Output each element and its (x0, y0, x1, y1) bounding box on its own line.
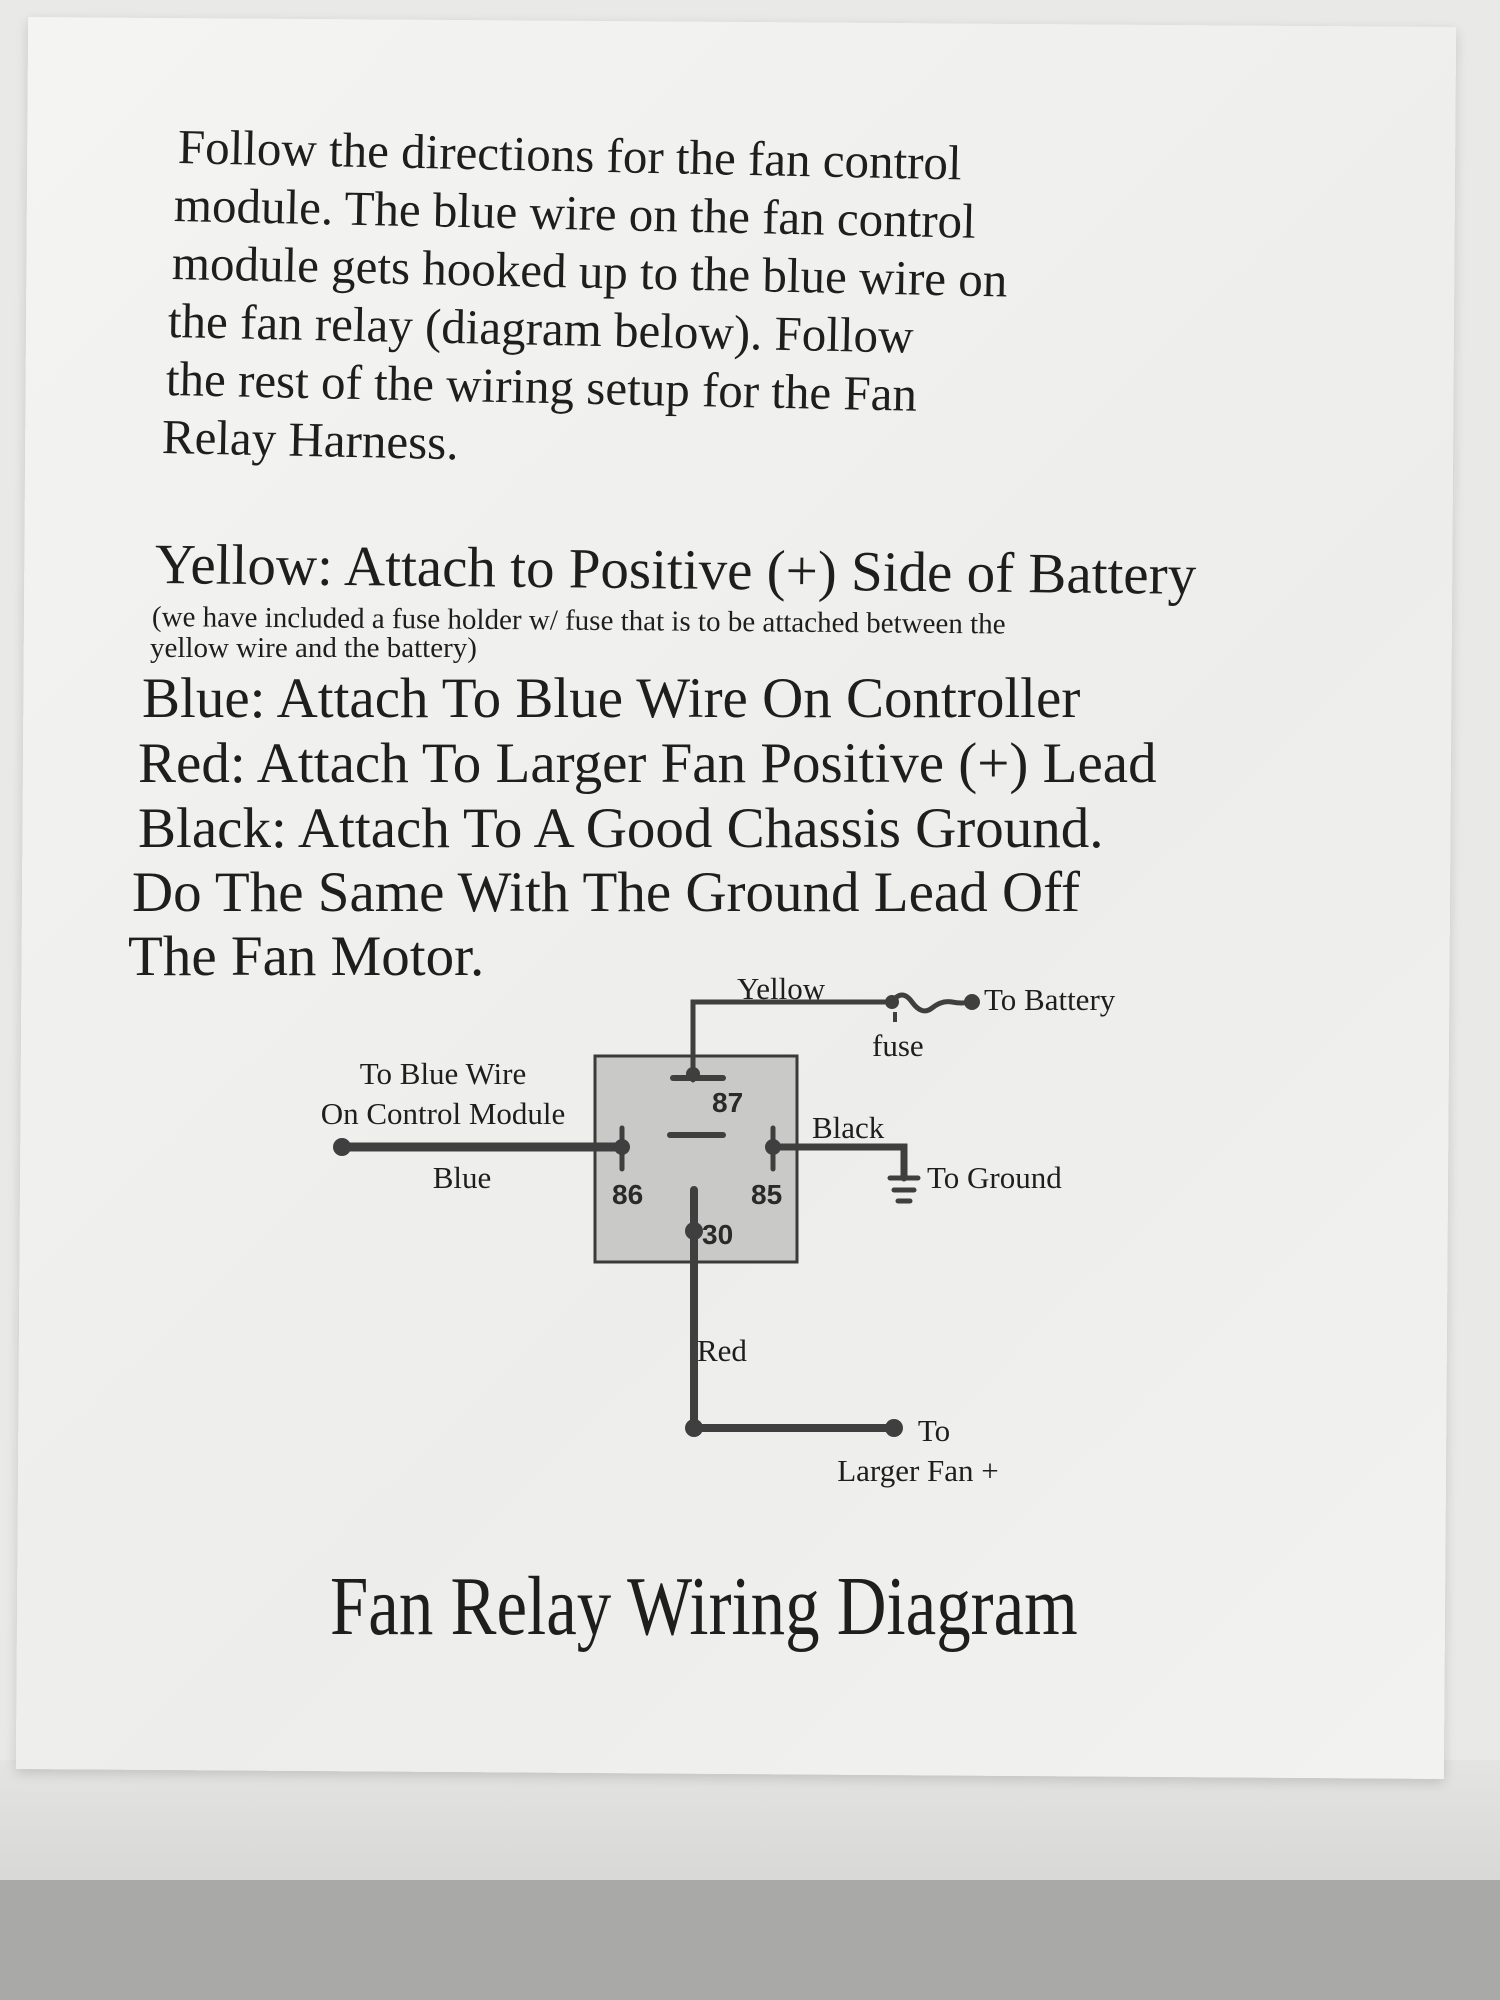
yellow-label: Yellow (737, 971, 826, 1006)
desk-edge (0, 1880, 1500, 2000)
control-module-label: On Control Module (321, 1096, 566, 1131)
pin-86-node (614, 1139, 630, 1155)
larger-fan-label: Larger Fan + (837, 1453, 999, 1488)
red-instruction: Red: Attach To Larger Fan Positive (+) L… (138, 732, 1157, 795)
fuse-terminal (885, 995, 899, 1009)
red-label: Red (697, 1333, 747, 1368)
fuse-label: fuse (872, 1028, 924, 1063)
black-label: Black (812, 1110, 885, 1145)
pin-85-node (765, 1139, 781, 1155)
fuse-marker (893, 1012, 897, 1022)
to-ground-label: To Ground (927, 1160, 1062, 1195)
pin-86-label: 86 (612, 1179, 643, 1210)
fuse-icon (889, 992, 973, 1014)
pin-30-node (685, 1222, 703, 1240)
to-battery-label: To Battery (984, 982, 1116, 1017)
yellow-wire (690, 999, 895, 1083)
blue-label: Blue (433, 1160, 492, 1195)
ground-icon (887, 1175, 921, 1204)
diagram-title: Fan Relay Wiring Diagram (330, 1560, 1078, 1653)
black-instruction: Black: Attach To A Good Chassis Ground. (138, 797, 1104, 860)
yellow-note: yellow wire and the battery) (150, 632, 477, 664)
blue-instruction: Blue: Attach To Blue Wire On Controller (142, 667, 1081, 730)
to-blue-wire-label: To Blue Wire (360, 1056, 526, 1091)
to-fan-label: To (918, 1413, 950, 1448)
battery-terminal (964, 994, 980, 1010)
blue-wire-terminal (333, 1138, 351, 1156)
pin-30-label: 30 (702, 1219, 733, 1250)
black-wire (769, 1143, 908, 1182)
fan-terminal (885, 1419, 903, 1437)
ground-instruction: The Fan Motor. (128, 925, 485, 988)
pin-87-node (686, 1067, 700, 1081)
pin-85-label: 85 (751, 1179, 782, 1210)
desk-surface (0, 1760, 1500, 1880)
pin-87-label: 87 (712, 1087, 743, 1118)
red-wire-corner (685, 1419, 703, 1437)
ground-instruction: Do The Same With The Ground Lead Off (132, 861, 1081, 924)
